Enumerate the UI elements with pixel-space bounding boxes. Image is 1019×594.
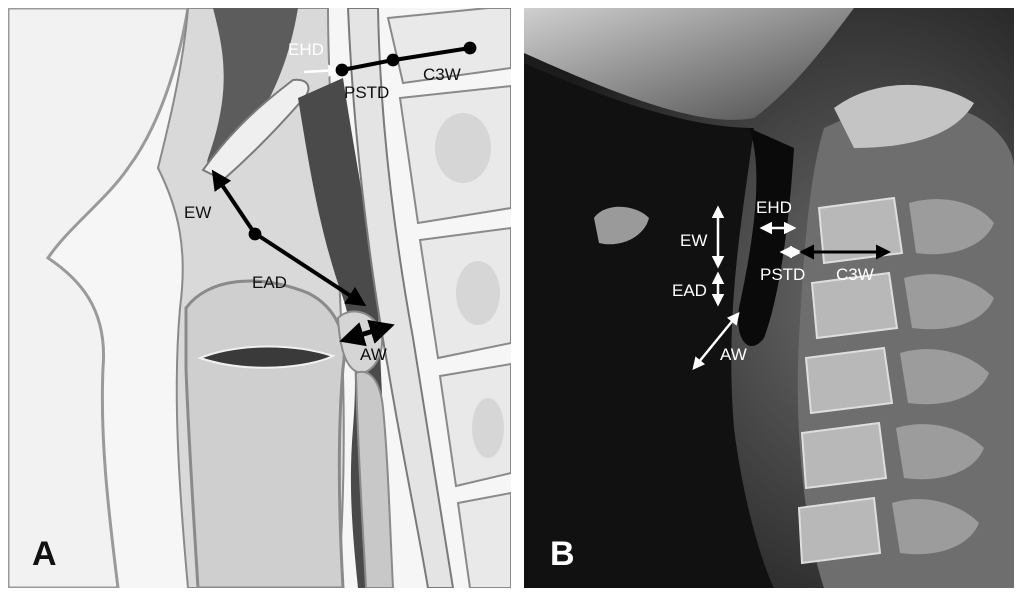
- larynx: [186, 281, 344, 588]
- lateral-neck-xray: EW EAD EHD PSTD C3W AW: [524, 8, 1014, 588]
- label-ew-b: EW: [680, 231, 707, 250]
- label-ead-b: EAD: [672, 281, 707, 300]
- label-pstd-a: PSTD: [344, 83, 389, 102]
- label-pstd-b: PSTD: [760, 265, 805, 284]
- label-ehd-b: EHD: [756, 198, 792, 217]
- label-aw-b: AW: [720, 345, 747, 364]
- label-aw-a: AW: [360, 345, 387, 364]
- panel-letter-b: B: [550, 535, 575, 574]
- label-ew-a: EW: [184, 203, 211, 222]
- cervical-spine: [798, 85, 1014, 588]
- panel-letter-a: A: [32, 535, 57, 574]
- label-ead-a: EAD: [252, 273, 287, 292]
- neck-illustration: EHD PSTD C3W EW EAD AW: [8, 8, 511, 588]
- panel-a-illustration: EHD PSTD C3W EW EAD AW A: [8, 8, 511, 588]
- face-profile: [8, 8, 188, 588]
- panel-b-xray: EW EAD EHD PSTD C3W AW B: [524, 8, 1014, 588]
- label-c3w-b: C3W: [836, 265, 874, 284]
- label-c3w-a: C3W: [423, 65, 461, 84]
- label-ehd-a: EHD: [288, 40, 324, 59]
